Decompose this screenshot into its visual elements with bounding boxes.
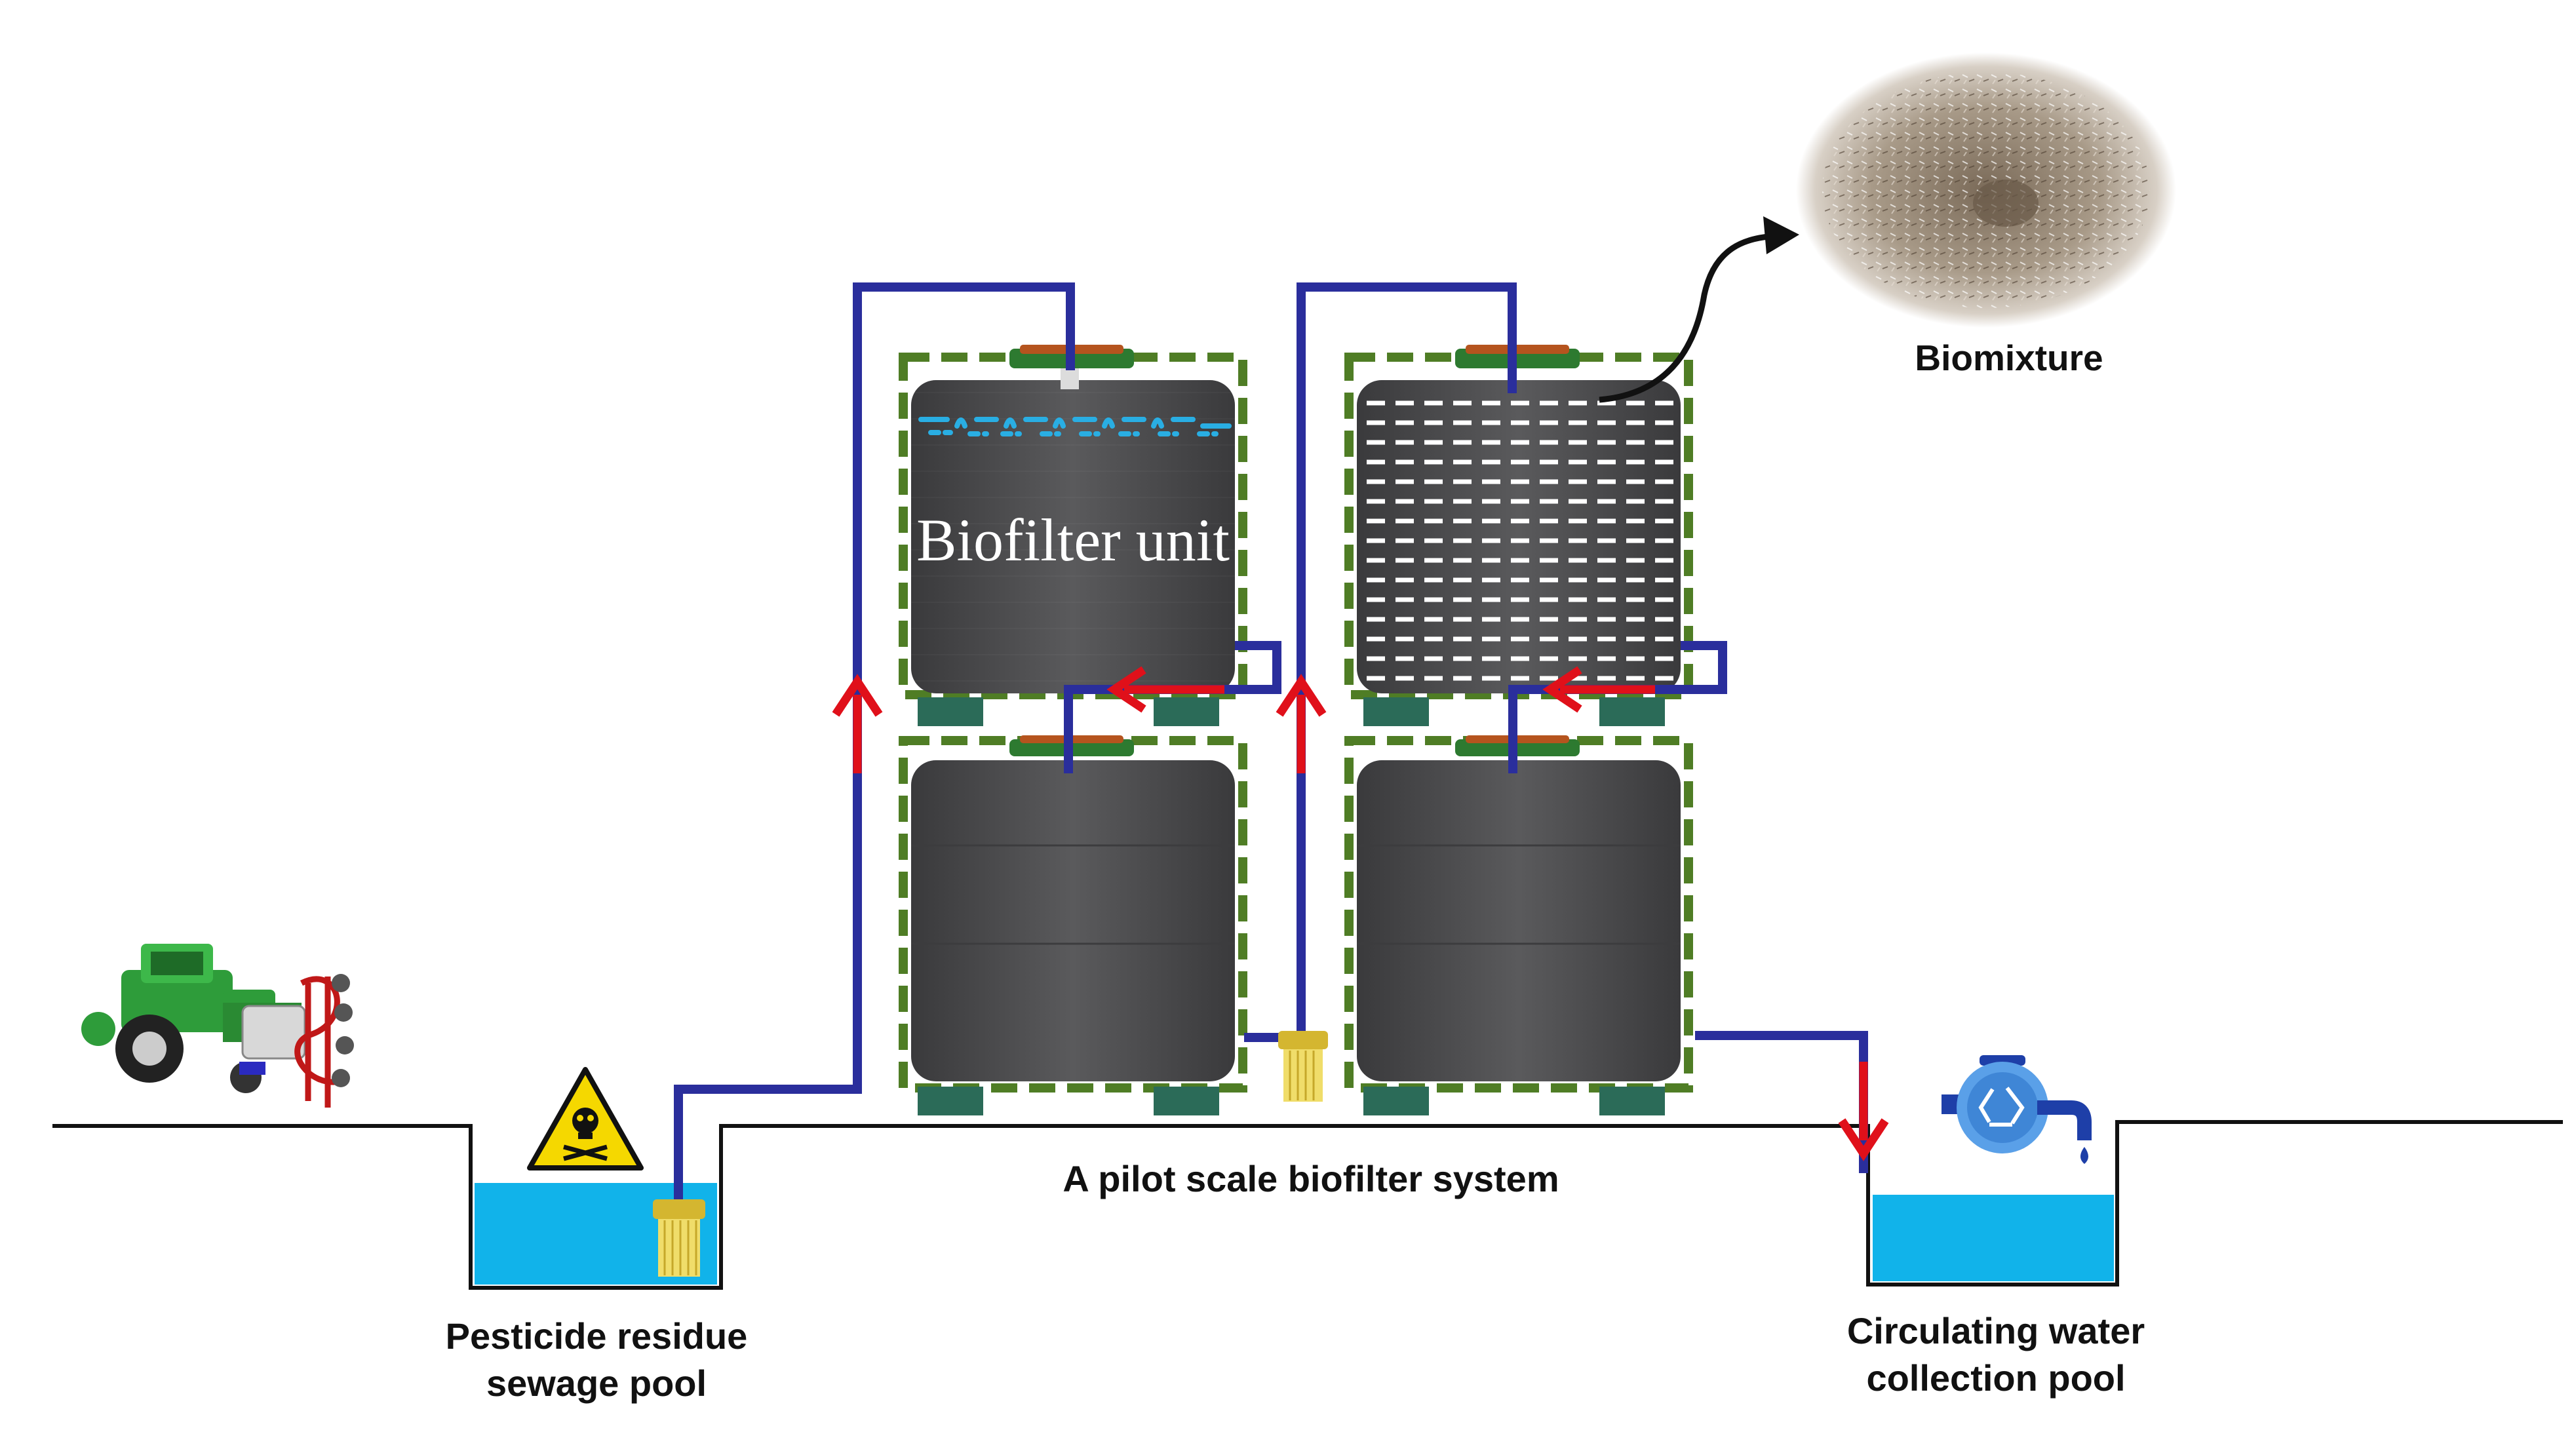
sprinkler-nozzle-icon xyxy=(1061,368,1079,389)
recycle-water-tap-icon xyxy=(1942,1055,2092,1164)
outlet-pipe xyxy=(1695,1031,1868,1173)
tank-top-left xyxy=(899,345,1247,726)
flow-arrow-up-right xyxy=(1276,674,1327,773)
collection-pool xyxy=(1873,1195,2114,1281)
biomixture-pointer-arrow xyxy=(1599,216,1799,403)
collection-pool-label-line2: collection pool xyxy=(1866,1357,2125,1399)
collection-water xyxy=(1873,1195,2114,1281)
sewage-pool-label-line1: Pesticide residue xyxy=(446,1315,748,1357)
biomixture-label: Biomixture xyxy=(1915,338,2103,378)
toxic-hazard-icon xyxy=(527,1067,644,1170)
tractor-sprayer-icon xyxy=(81,944,354,1108)
tank-bottom-right xyxy=(1344,735,1693,1115)
tank-bottom-left xyxy=(899,735,1247,1115)
inlet-strainer-icon xyxy=(653,1199,705,1277)
pump-strainer-icon xyxy=(1278,1031,1328,1102)
ground-line xyxy=(52,1120,2563,1290)
transfer-pipe-left xyxy=(1064,641,1281,773)
biomixture-image xyxy=(1796,52,2176,328)
tank-top-right xyxy=(1344,345,1693,726)
system-label: A pilot scale biofilter system xyxy=(1063,1158,1559,1199)
sewage-pool-label-line2: sewage pool xyxy=(486,1363,707,1404)
flow-arrow-left-1 xyxy=(1106,666,1224,713)
flow-arrow-up-left xyxy=(832,674,883,773)
collection-pool-label-line1: Circulating water xyxy=(1847,1310,2145,1351)
transfer-pipe-right xyxy=(1508,641,1727,773)
biomixture-fill xyxy=(1367,400,1678,681)
flow-arrows xyxy=(832,666,1889,1161)
biofilter-unit-label: Biofilter unit xyxy=(916,507,1230,573)
spray-droplets xyxy=(918,417,1232,436)
flow-arrow-left-2 xyxy=(1542,666,1655,713)
flow-arrow-down xyxy=(1838,1062,1889,1161)
